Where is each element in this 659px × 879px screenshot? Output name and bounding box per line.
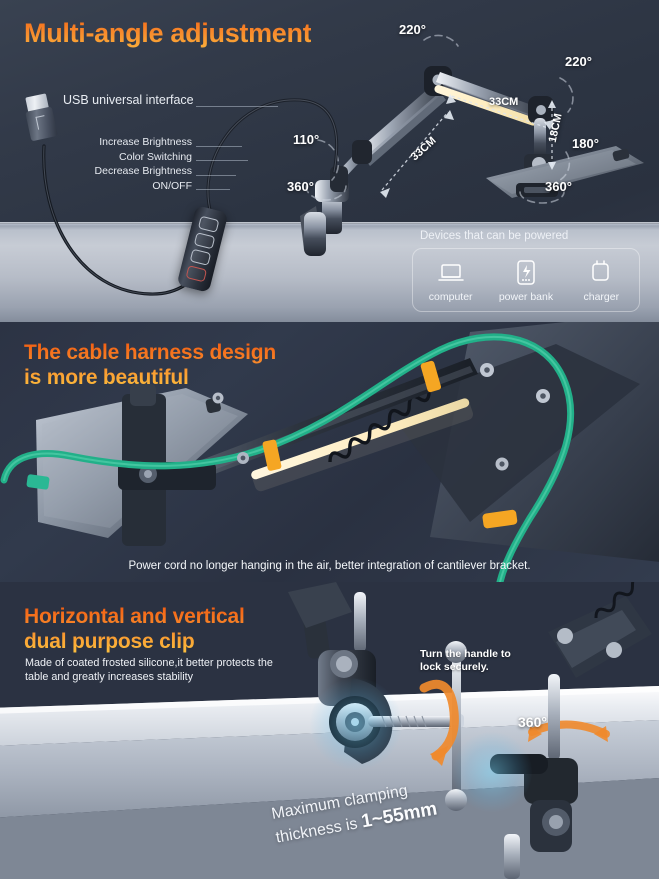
increase-brightness-button[interactable] <box>197 215 220 233</box>
leader-line-usb <box>196 106 278 107</box>
title-3-line-1: Horizontal and vertical <box>24 605 245 628</box>
lamp-arm-illustration <box>42 34 644 296</box>
usb-interface-label: USB universal interface <box>63 93 194 107</box>
title-3-line-2: dual purpose clip <box>24 630 195 653</box>
control-label-color-switching: Color Switching <box>119 150 192 163</box>
leader-line-3 <box>196 175 236 176</box>
title-2-line-1: The cable harness design <box>24 341 276 364</box>
device-item-charger: charger <box>565 258 637 303</box>
device-label-charger: charger <box>583 290 620 303</box>
controller-label-list: Increase Brightness Color Switching Decr… <box>62 135 192 193</box>
page-title-2: The cable harness design is more beautif… <box>24 340 276 390</box>
page-title-3: Horizontal and vertical dual purpose cli… <box>24 604 245 654</box>
device-item-computer: computer <box>415 258 487 303</box>
color-switching-button[interactable] <box>193 232 216 250</box>
device-label-power-bank: power bank <box>498 290 554 303</box>
angle-label-360-clamp: 360° <box>518 714 547 730</box>
angle-label-220-top-left: 220° <box>399 22 426 37</box>
page-title-1: Multi-angle adjustment <box>24 18 312 48</box>
cable-harness-illustration <box>0 322 659 582</box>
cable-harness-caption: Power cord no longer hanging in the air,… <box>128 560 531 572</box>
clip-subtitle: Made of coated frosted silicone,it bette… <box>25 657 273 683</box>
angle-label-110: 110° <box>293 132 320 147</box>
control-label-increase-brightness: Increase Brightness <box>99 136 192 148</box>
panel-multi-angle: Multi-angle adjustment USB universal int… <box>0 0 659 322</box>
control-label-on-off: ON/OFF <box>152 179 192 192</box>
charger-icon <box>565 258 637 288</box>
devices-box-title: Devices that can be powered <box>420 230 569 242</box>
dimension-label-33cm-upper: 33CM <box>489 96 519 108</box>
handle-lock-note-line-1: Turn the handle to <box>420 648 511 660</box>
angle-label-360-tablet: 360° <box>545 179 572 194</box>
title-2-line-2: is more beautiful <box>24 366 189 389</box>
leader-line-2 <box>196 160 248 161</box>
device-item-power-bank: power bank <box>490 258 562 303</box>
leader-line-4 <box>196 189 230 190</box>
angle-label-180: 180° <box>572 136 599 151</box>
devices-box: computer power bank <box>412 248 640 312</box>
handle-lock-note: Turn the handle to lock securely. <box>420 648 511 673</box>
angle-label-220-top-right: 220° <box>565 54 592 69</box>
panel-cable-harness: The cable harness design is more beautif… <box>0 322 659 582</box>
clamp-illustration <box>0 582 659 879</box>
power-bank-icon <box>490 258 562 288</box>
on-off-button[interactable] <box>185 265 208 283</box>
desk-surface <box>0 224 659 322</box>
laptop-icon <box>415 258 487 288</box>
leader-line-1 <box>196 146 242 147</box>
handle-lock-note-line-2: lock securely. <box>420 660 489 673</box>
control-label-decrease-brightness: Decrease Brightness <box>94 165 192 178</box>
device-label-computer: computer <box>428 290 473 303</box>
angle-label-360-base: 360° <box>287 179 314 194</box>
decrease-brightness-button[interactable] <box>189 248 212 266</box>
